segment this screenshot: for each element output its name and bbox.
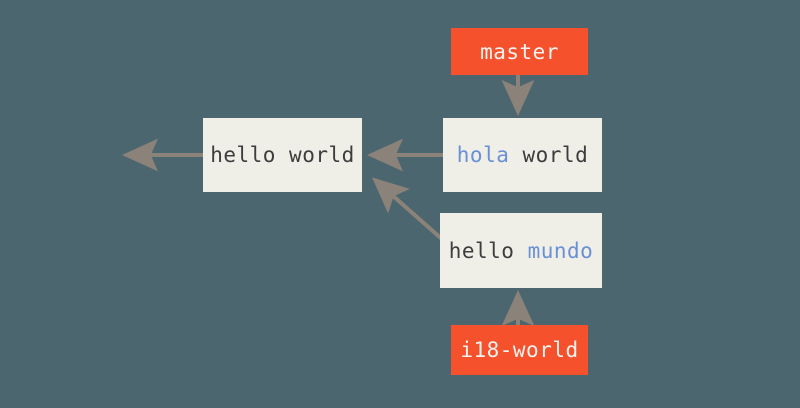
edge-mundo-to-base xyxy=(372,177,445,242)
commit-text-hello-world: hello world xyxy=(210,143,355,167)
branch-label-master[interactable]: master xyxy=(451,28,588,75)
branch-label-i18-world-text: i18-world xyxy=(460,338,579,362)
branch-label-i18-world[interactable]: i18-world xyxy=(451,325,588,375)
commit-text-hola-world: hola world xyxy=(457,143,588,167)
commit-node-hola-world[interactable]: hola world xyxy=(443,118,602,192)
commit-text-highlight: hola xyxy=(456,143,510,167)
commit-text-prefix: hello world xyxy=(210,143,355,167)
commit-text-highlight: mundo xyxy=(527,238,594,263)
commit-text-suffix: world xyxy=(509,143,589,167)
commit-text-hello-mundo: hello mundo xyxy=(449,239,594,263)
branch-label-master-text: master xyxy=(480,39,559,64)
commit-text-prefix: hello xyxy=(448,238,528,263)
commit-node-hello-mundo[interactable]: hello mundo xyxy=(440,213,602,288)
commit-node-hello-world[interactable]: hello world xyxy=(203,118,362,192)
